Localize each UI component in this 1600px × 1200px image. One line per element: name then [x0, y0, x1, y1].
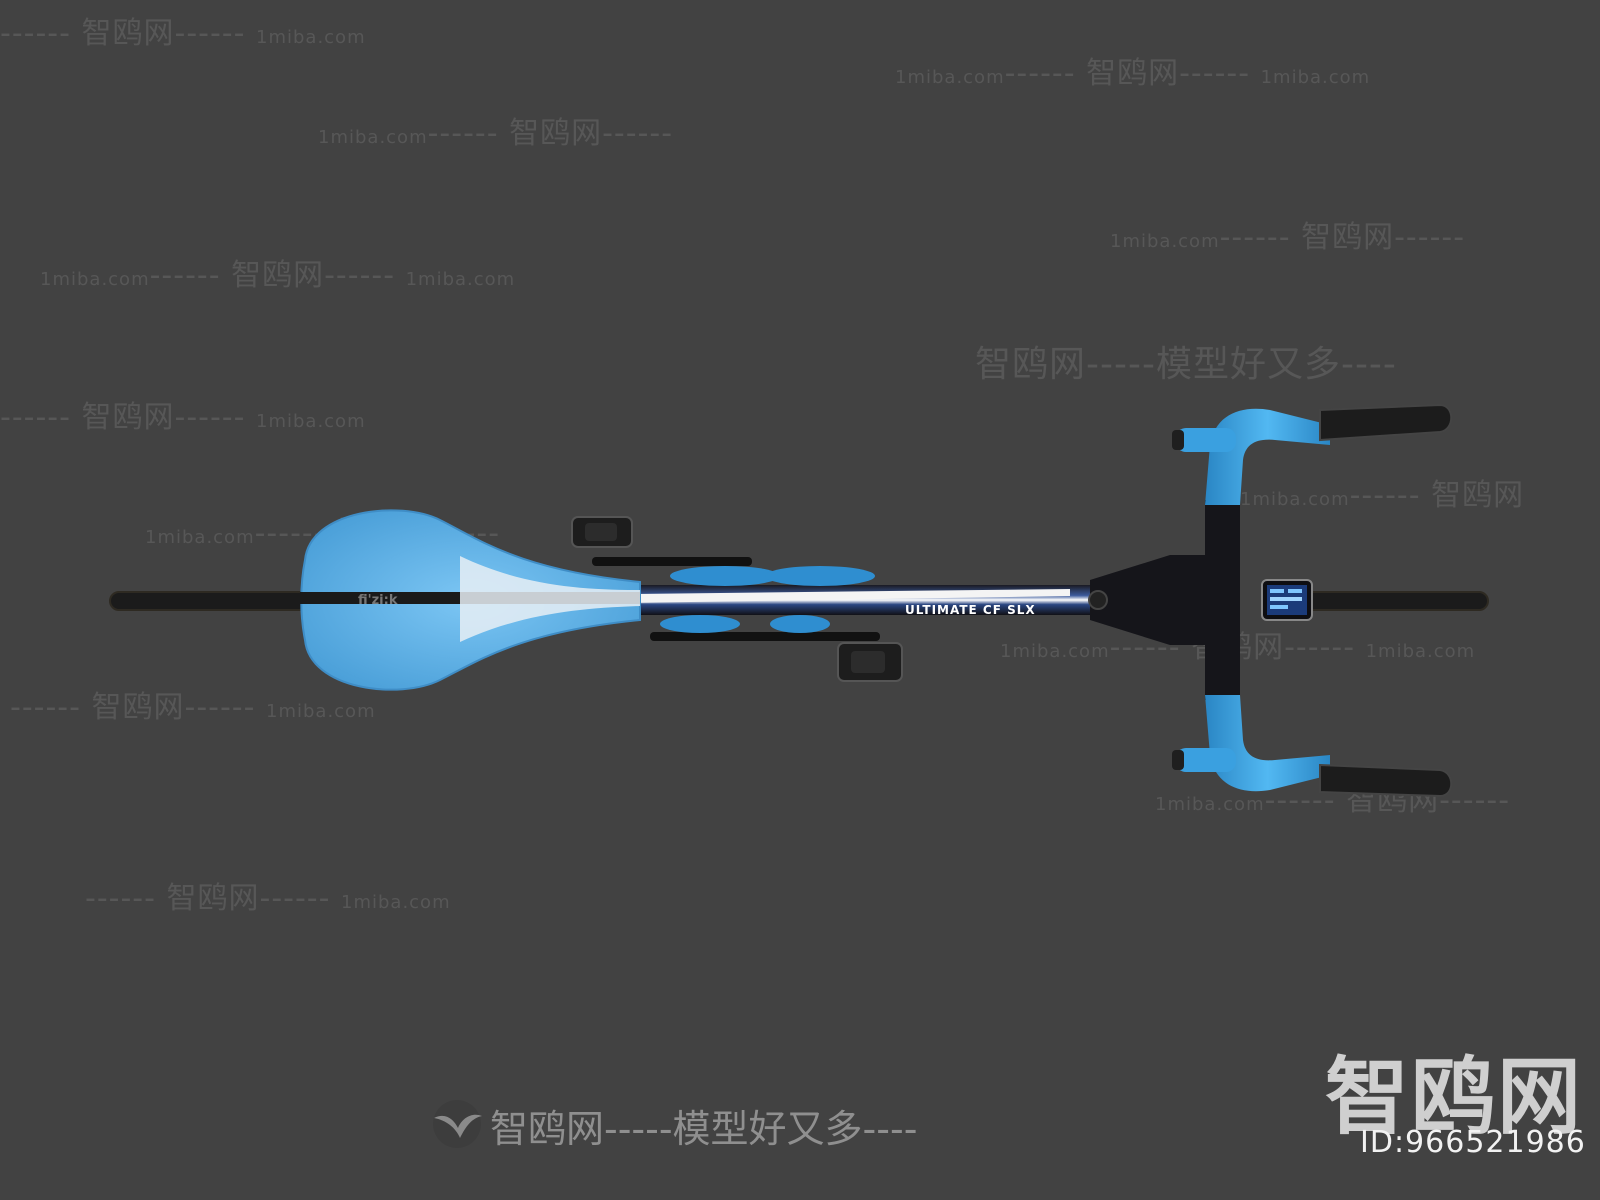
- model-id: ID:966521986: [1360, 1125, 1586, 1160]
- handlebar: [1205, 500, 1240, 700]
- crank-arm: [592, 557, 752, 566]
- brake-lever-lower: [1319, 763, 1453, 798]
- frame-decal: ULTIMATE CF SLX: [905, 603, 1036, 617]
- pedal-right: [837, 642, 903, 682]
- crank-arm: [650, 632, 880, 641]
- watermark: 1miba.com------ 智鸥网------: [1110, 220, 1466, 255]
- bike-computer: [1261, 579, 1313, 621]
- watermark: 1miba.com------ 智鸥网------ 1miba.com: [895, 56, 1371, 91]
- saddle: fi'zi:k: [300, 509, 641, 691]
- chainring: [670, 566, 780, 586]
- watermark: ------ 智鸥网------ 1miba.com: [0, 16, 366, 51]
- watermark: 1miba.com------ 智鸥网------: [318, 116, 674, 151]
- bottom-slogan: 智鸥网-----模型好又多----: [490, 1107, 918, 1151]
- front-wheel: [1289, 591, 1489, 611]
- watermark: ------ 智鸥网------ 1miba.com: [0, 400, 366, 435]
- saddle-brand: fi'zi:k: [358, 593, 398, 608]
- watermark: ------ 智鸥网------ 1miba.com: [85, 881, 451, 916]
- pedal-left: [571, 516, 633, 548]
- stem: [1090, 555, 1240, 645]
- watermark: ------ 智鸥网------ 1miba.com: [10, 690, 376, 725]
- watermark: 1miba.com------ 智鸥网: [1240, 478, 1525, 513]
- brake-lever-upper: [1319, 403, 1453, 442]
- watermark: 1miba.com------ 智鸥网------ 1miba.com: [40, 258, 516, 293]
- bird-logo-icon: [433, 1100, 482, 1148]
- bar-tape-upper: [1172, 408, 1330, 505]
- bar-tape-lower: [1172, 695, 1330, 792]
- watermark: 智鸥网-----模型好又多----: [975, 344, 1397, 385]
- brand-logo: 智鸥网: [1325, 1048, 1584, 1146]
